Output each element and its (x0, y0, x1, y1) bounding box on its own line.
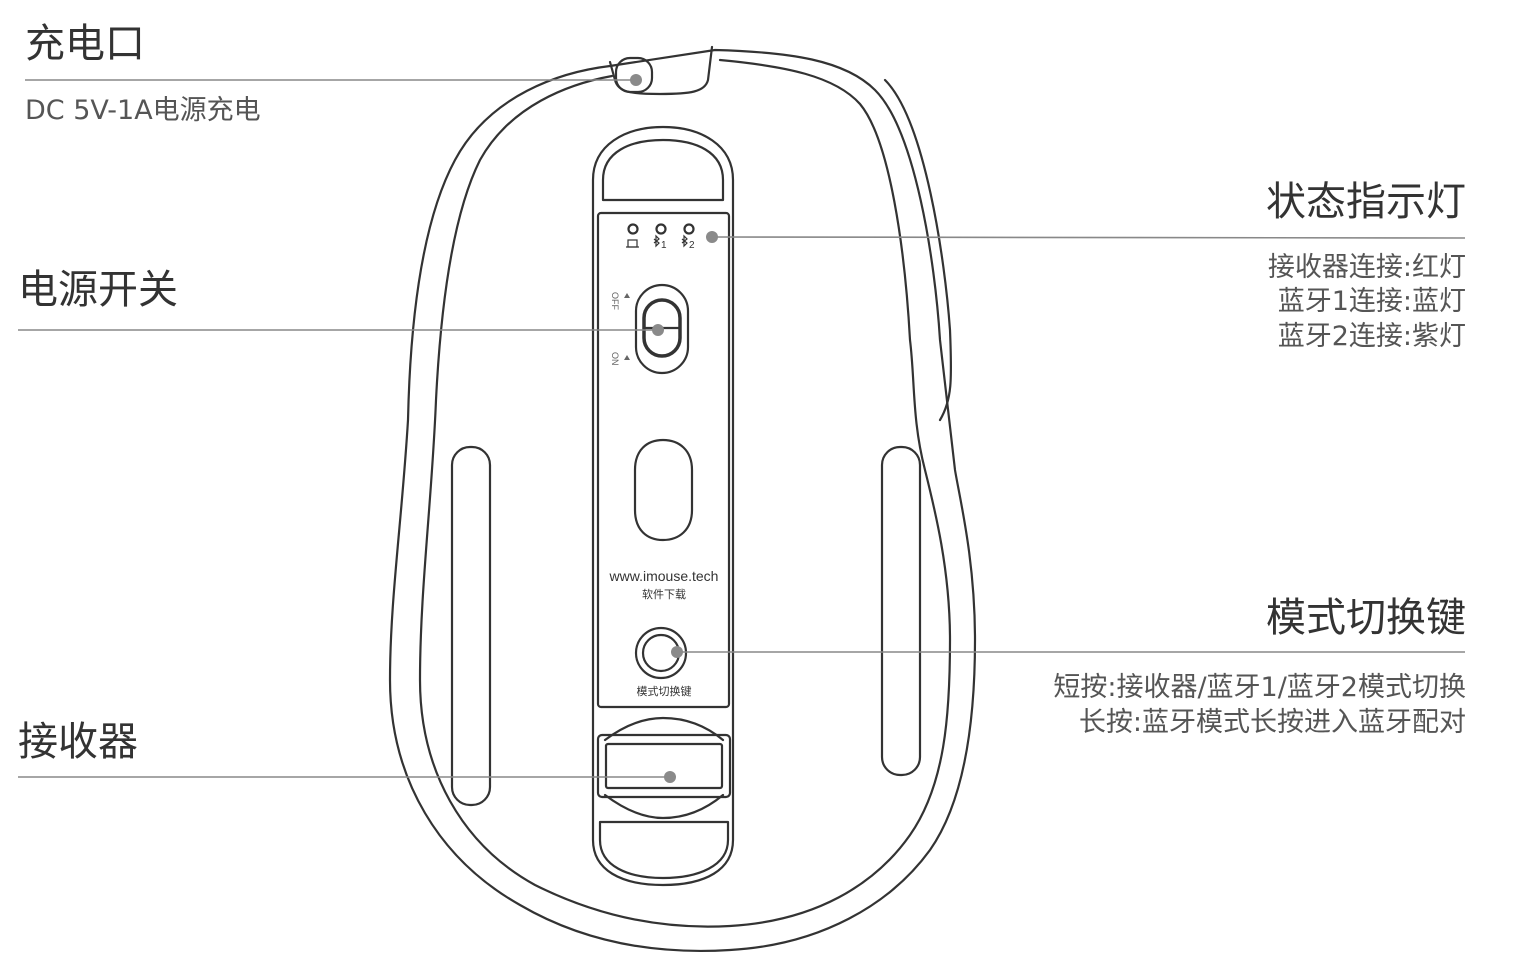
status-indicator-title: 状态指示灯 (1266, 179, 1466, 225)
mode-switch-key (634, 626, 688, 680)
status-indicator-line-3: 蓝牙2连接:紫灯 (1277, 321, 1466, 352)
receiver-dongle (604, 742, 724, 790)
led-label-2: 2 (689, 240, 695, 251)
right-glide-foot (880, 445, 922, 777)
led-bluetooth-1 (655, 223, 667, 235)
switch-off-label: OFF (610, 292, 620, 310)
leader-status-indicator (711, 236, 1466, 239)
mode-switch-line-1: 短按:接收器/蓝牙1/蓝牙2模式切换 (1053, 672, 1466, 703)
control-panel (596, 211, 731, 709)
mode-key-printed-label: 模式切换键 (637, 684, 692, 698)
charging-port-notch (608, 45, 714, 96)
power-switch-housing (634, 283, 690, 375)
marker-status-indicator (706, 231, 718, 243)
charging-port-title: 充电口 (25, 21, 145, 67)
status-indicator-line-1: 接收器连接:红灯 (1267, 252, 1466, 283)
switch-on-label: ON (610, 352, 620, 366)
sensor-window (633, 438, 694, 542)
receiver-slot (596, 733, 732, 799)
mode-switch-title: 模式切换键 (1266, 595, 1466, 641)
receiver-title: 接收器 (18, 719, 138, 765)
power-switch-title: 电源开关 (18, 267, 178, 313)
software-download-text: 软件下载 (642, 587, 686, 601)
mouse-inner-contour (418, 58, 952, 928)
left-glide-foot (450, 445, 492, 807)
status-indicator-line-2: 蓝牙1连接:蓝灯 (1277, 286, 1466, 317)
led-label-1: 1 (661, 240, 667, 251)
bottom-glide-pad (598, 820, 730, 880)
charging-port (614, 56, 654, 94)
mouse-outer-shell (388, 48, 977, 953)
marker-mode-switch (671, 646, 683, 658)
charging-port-desc: DC 5V-1A电源充电 (25, 95, 261, 126)
led-bluetooth-2 (683, 223, 695, 235)
top-glide-pad (601, 138, 725, 202)
marker-power-switch (652, 324, 664, 336)
center-strip (591, 125, 735, 887)
website-text: www.imouse.tech (609, 568, 719, 584)
mode-switch-line-2: 长按:蓝牙模式长按进入蓝牙配对 (1078, 707, 1466, 738)
receiver-slot-outline (603, 716, 725, 820)
marker-charging-port (630, 74, 642, 86)
marker-receiver (664, 771, 676, 783)
led-receiver (627, 223, 639, 235)
